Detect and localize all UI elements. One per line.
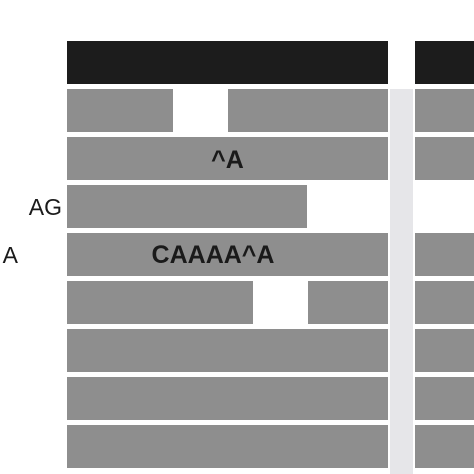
row-5-bar-left [67,281,253,324]
gap-band [390,89,413,474]
row-2-bar-far [415,137,474,180]
row-6-bar-far [415,329,474,372]
row-5-bar-far [415,281,474,324]
row-7-bar-far [415,377,474,420]
row-4-bar-far [415,233,474,276]
row-4-bar [67,233,388,276]
row-1-bar-right [228,89,388,132]
row-4-side-label: A [2,242,18,268]
row-8-bar-far [415,425,474,468]
row-1-bar-far [415,89,474,132]
row-2-sequence-text: ^A [211,146,244,174]
row-3-side-label: AG [28,194,62,220]
row-6-bar [67,329,388,372]
row-1-bar-left [67,89,173,132]
row-4-sequence-text: CAAAA^A [151,241,275,269]
row-8-bar [67,425,388,468]
row-3-bar [67,185,307,228]
row-2-bar [67,137,388,180]
header-bar-main [67,41,388,84]
row-7-bar [67,377,388,420]
header-bar-right [415,41,474,84]
row-5-bar-right [308,281,388,324]
